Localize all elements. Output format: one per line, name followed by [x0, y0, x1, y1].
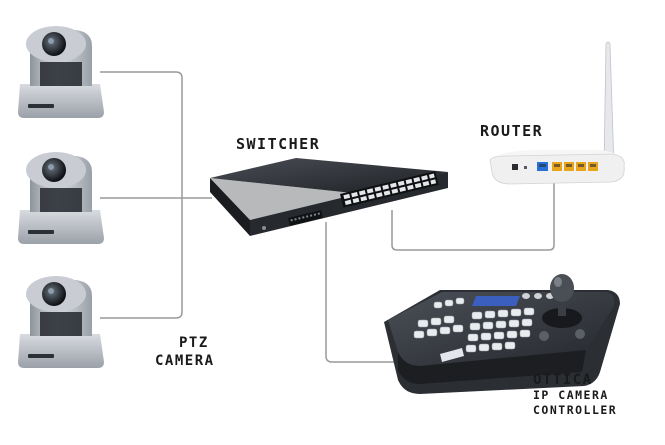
controller-knobs [522, 293, 554, 299]
network-switch [210, 158, 448, 236]
ptz-label-line2: CAMERA [155, 353, 215, 369]
lens-icon [42, 282, 66, 306]
cable-switch-controller [325, 222, 400, 363]
camera-base [18, 84, 104, 118]
ptz-label-line1: PTZ [179, 335, 209, 351]
camera-base-slot [28, 104, 54, 108]
lens-icon [42, 158, 66, 182]
router-power-port [512, 164, 518, 170]
ptz-camera-3 [18, 276, 104, 368]
controller-display [472, 296, 520, 306]
router-button [524, 166, 527, 169]
ptz-camera-1 [18, 26, 104, 118]
cable-switch-router [391, 182, 555, 251]
camera-controller [384, 274, 620, 394]
cable-camera-1 [100, 71, 183, 319]
controller-brand: OTTICA [533, 372, 593, 388]
switcher-label: SWITCHER [236, 135, 321, 153]
controller-keypad [465, 307, 535, 353]
controller-keys-left [413, 297, 465, 339]
router [489, 41, 625, 185]
camera-base-slot [28, 354, 54, 358]
controller-label-line1: IP CAMERA [533, 388, 609, 402]
controller-label: OTTICA IP CAMERA CONTROLLER [533, 373, 617, 418]
cables [100, 71, 555, 363]
controller-label-line2: CONTROLLER [533, 403, 618, 417]
camera-base [18, 210, 104, 244]
switch-leds [288, 210, 323, 226]
ptz-camera-2 [18, 152, 104, 244]
lens-icon [42, 32, 66, 56]
ptz-camera-label: PTZ CAMERA [155, 334, 215, 370]
camera-base [18, 334, 104, 368]
controller-slider [440, 348, 464, 362]
camera-base-slot [28, 230, 54, 234]
router-antenna [603, 41, 615, 169]
joystick-icon [542, 274, 582, 328]
switch-ports [340, 171, 439, 208]
router-label: ROUTER [480, 122, 544, 140]
